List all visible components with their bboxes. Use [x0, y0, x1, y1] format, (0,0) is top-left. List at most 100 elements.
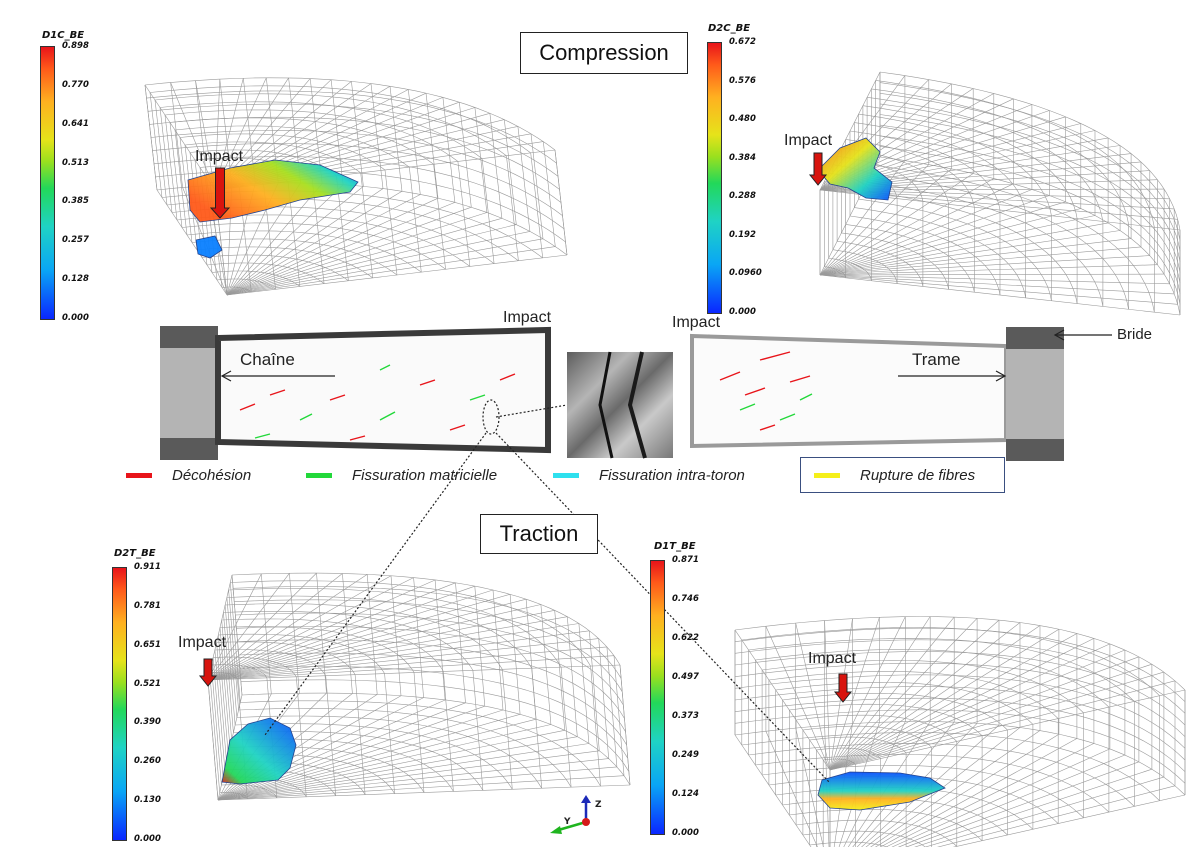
mesh-line: [455, 582, 466, 703]
mesh-line: [217, 709, 504, 801]
mesh-line: [880, 738, 1078, 847]
mesh-line: [209, 672, 220, 793]
mesh-line: [316, 573, 327, 694]
mesh-line: [384, 673, 395, 794]
mesh-line: [829, 625, 1041, 771]
colorbar-tick-label: 0.746: [672, 594, 699, 604]
crack-mark: [719, 371, 741, 381]
mesh-line: [207, 573, 262, 681]
mesh-line: [351, 81, 364, 187]
impact-arrow-d2t: [198, 658, 218, 687]
colorbar-tick-label: 0.128: [62, 274, 89, 285]
mesh-line: [560, 667, 572, 788]
crack-mark: [379, 411, 396, 421]
legend-item-rupture-de-fibres: Rupture de fibres: [800, 467, 975, 484]
damage-zone-d1t: [817, 771, 946, 811]
colorbar-title: D1C_BE: [42, 30, 85, 41]
mesh-line: [891, 748, 1111, 847]
mesh-line: [195, 80, 208, 186]
mesh-line: [829, 618, 978, 771]
bride-arrow-head: [1053, 329, 1065, 341]
mesh-line: [144, 77, 556, 151]
mesh-line: [819, 164, 930, 276]
mesh-line: [218, 634, 229, 756]
mesh-line: [865, 727, 1021, 847]
mesh-line: [207, 610, 555, 681]
mesh-line: [819, 274, 1178, 305]
mesh-line: [230, 582, 241, 703]
mesh-line: [159, 107, 173, 213]
crack-mark: [349, 435, 366, 441]
crack-mark: [299, 413, 313, 421]
mesh-line: [824, 620, 831, 771]
mesh-line: [207, 582, 456, 681]
mesh-line: [221, 619, 232, 741]
colorbar-tick-label: 0.260: [134, 756, 161, 767]
mesh-line: [169, 122, 183, 228]
mesh-line: [829, 616, 955, 771]
legend-item-fissuration-matricielle: Fissuration matricielle: [306, 467, 497, 484]
mesh-line: [154, 99, 168, 206]
impact-arrow-d2c: [808, 152, 828, 186]
mesh-line: [554, 149, 568, 256]
mesh-line: [217, 758, 609, 801]
colorbar-tick-label: 0.373: [672, 711, 699, 721]
mesh-line: [179, 137, 193, 243]
mesh-line: [867, 182, 1104, 307]
mesh-line: [217, 775, 625, 801]
chaine-label: Chaîne: [240, 350, 295, 369]
mesh-line: [149, 92, 163, 198]
mesh-line: [871, 88, 1129, 225]
mesh-line: [207, 577, 414, 681]
colorbar-tick-label: 0.000: [729, 307, 756, 317]
axis-origin: [582, 818, 590, 826]
clamp-right: [1006, 327, 1064, 461]
mesh-line: [207, 616, 568, 681]
mesh-line: [207, 598, 527, 681]
mesh-line: [144, 84, 158, 191]
crack-mark: [329, 394, 346, 401]
mesh-line: [228, 589, 239, 711]
clamp-left-top: [160, 326, 218, 348]
bride-label: Bride: [1117, 326, 1153, 343]
mesh-line: [370, 83, 384, 189]
mesh-line: [474, 586, 486, 707]
mesh-line: [442, 97, 456, 203]
mesh-line: [875, 80, 1155, 228]
mesh-line: [819, 222, 1109, 276]
mesh-line: [226, 194, 421, 296]
mesh-line: [879, 71, 1181, 231]
mesh-line: [829, 671, 1164, 771]
axis-z-head: [581, 795, 591, 803]
mesh-line: [613, 655, 625, 776]
crack-mark: [269, 389, 286, 396]
impact-label-chaine: Impact: [503, 309, 552, 326]
mesh-line: [829, 616, 931, 771]
crack-mark: [379, 364, 391, 371]
mesh-line: [734, 697, 1186, 772]
colorbar-tick-label: 0.781: [134, 600, 161, 611]
mesh-line: [819, 238, 1132, 276]
mesh-line: [765, 731, 818, 847]
mesh-line: [354, 674, 366, 795]
colorbar-gradient: [112, 567, 127, 841]
mesh-line: [819, 255, 1150, 276]
mesh-line: [217, 724, 551, 801]
mesh-line: [530, 152, 543, 258]
clamp-left: [160, 326, 218, 460]
mesh-line: [819, 183, 1014, 276]
colorbar-gradient: [40, 46, 55, 320]
colorbar-gradient: [650, 560, 665, 835]
mesh-line: [226, 197, 439, 296]
mesh-line: [226, 597, 238, 718]
colorbar-tick-label: 0.641: [62, 118, 89, 129]
mesh-line: [474, 107, 488, 213]
mesh-line: [409, 167, 422, 273]
mesh-line: [819, 264, 1158, 276]
crack-mark: [449, 424, 466, 431]
mesh-line: [481, 158, 495, 264]
mesh-line: [226, 218, 502, 296]
mesh-line: [207, 585, 475, 681]
mesh-line: [795, 623, 831, 771]
